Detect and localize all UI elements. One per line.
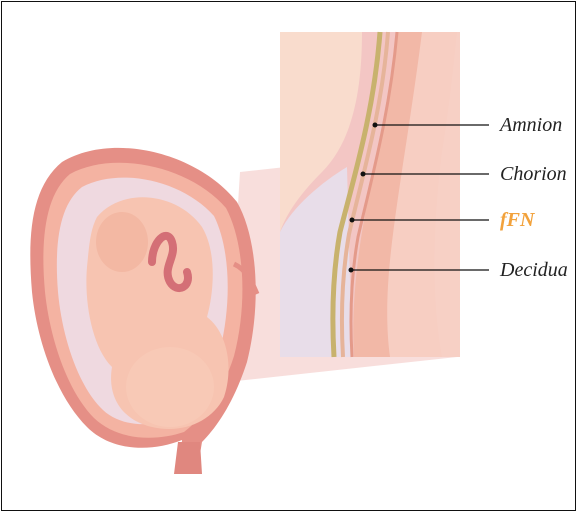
- label-chorion: Chorion: [500, 164, 567, 184]
- label-ffn: fFN: [500, 210, 534, 230]
- fetus-head: [126, 347, 214, 427]
- cervix: [174, 442, 202, 474]
- membrane-detail-panel: [280, 32, 460, 357]
- uterus-cross-section: [30, 148, 257, 474]
- label-decidua: Decidua: [500, 260, 568, 280]
- label-amnion: Amnion: [500, 115, 562, 135]
